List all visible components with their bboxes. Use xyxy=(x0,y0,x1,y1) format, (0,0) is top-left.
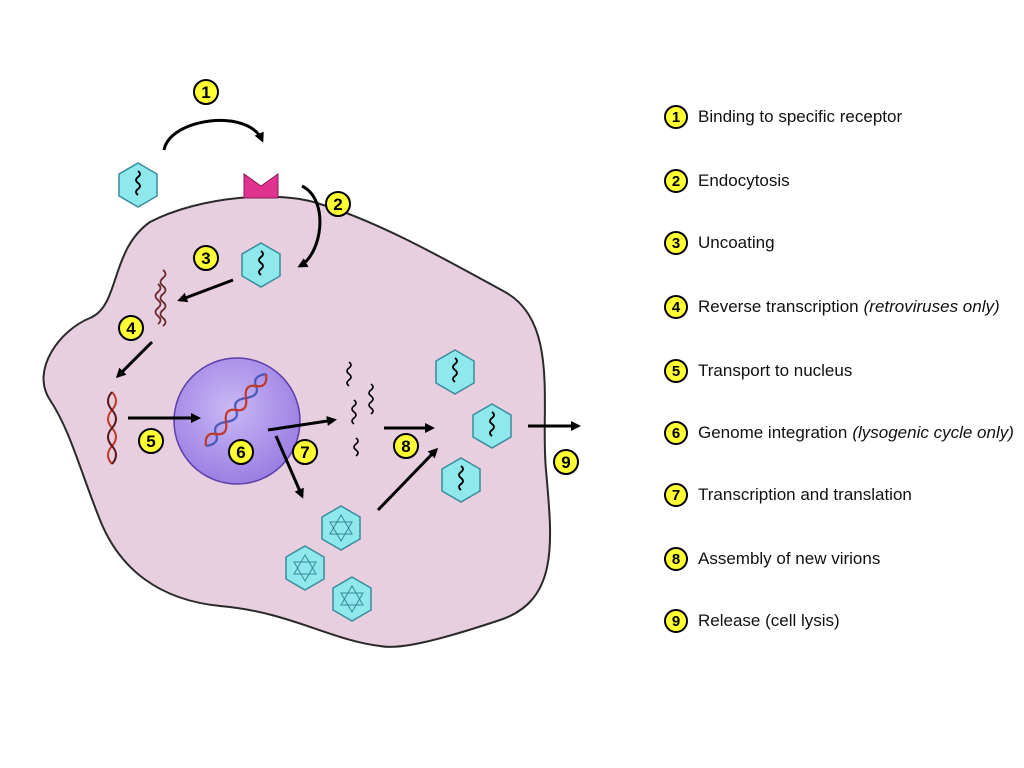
arrow-icon xyxy=(115,119,581,512)
step-marker-4: 4 xyxy=(118,315,144,341)
legend-item: 5 Transport to nucleus xyxy=(664,356,852,386)
legend-label: Binding to specific receptor xyxy=(698,107,903,126)
legend-item: 1 Binding to specific receptor xyxy=(664,102,902,132)
step-badge: 7 xyxy=(664,483,688,507)
legend-label: Endocytosis xyxy=(698,171,790,190)
step-marker-8: 8 xyxy=(393,433,419,459)
virion-extracellular-icon xyxy=(118,162,158,208)
mrna-strands-icon xyxy=(346,361,374,457)
nucleus xyxy=(173,357,301,485)
legend-item: 8 Assembly of new virions xyxy=(664,544,880,574)
step-marker-label: 9 xyxy=(561,453,570,472)
step-badge: 2 xyxy=(664,169,688,193)
legend-label: Genome integration(lysogenic cycle only) xyxy=(698,423,1014,442)
legend-label: Uncoating xyxy=(698,233,775,252)
step-marker-3: 3 xyxy=(193,245,219,271)
step-badge: 3 xyxy=(664,231,688,255)
step-marker-label: 7 xyxy=(300,443,309,462)
legend-note: (lysogenic cycle only) xyxy=(852,423,1014,442)
legend-label: Release (cell lysis) xyxy=(698,611,840,630)
step-marker-label: 2 xyxy=(333,195,342,214)
step-marker-7: 7 xyxy=(292,439,318,465)
viral-replication-diagram: 1 2 3 4 5 6 7 8 9 xyxy=(42,79,581,648)
legend-label: Reverse transcription(retroviruses only) xyxy=(698,297,1000,316)
legend-item: 6 Genome integration(lysogenic cycle onl… xyxy=(664,418,1014,448)
step-badge: 5 xyxy=(664,359,688,383)
step-badge: 6 xyxy=(664,421,688,445)
step-marker-label: 8 xyxy=(401,437,410,456)
step-badge: 8 xyxy=(664,547,688,571)
step-badge: 9 xyxy=(664,609,688,633)
legend-item: 9 Release (cell lysis) xyxy=(664,606,840,636)
step-badge: 1 xyxy=(664,105,688,129)
legend-label: Transport to nucleus xyxy=(698,361,853,380)
step-marker-1: 1 xyxy=(193,79,219,105)
step-marker-label: 4 xyxy=(126,319,136,338)
step-marker-2: 2 xyxy=(325,191,351,217)
step-marker-label: 3 xyxy=(201,249,210,268)
legend-item: 2 Endocytosis xyxy=(664,166,790,196)
rna-strand-icon xyxy=(159,269,167,327)
integrated-dna-icon xyxy=(204,372,268,448)
receptor-icon xyxy=(243,173,279,199)
step-badge: 4 xyxy=(664,295,688,319)
legend-label: Transcription and translation xyxy=(698,485,912,504)
legend-label: Assembly of new virions xyxy=(698,549,881,568)
legend-item: 4 Reverse transcription(retroviruses onl… xyxy=(664,292,1000,322)
step-marker-6: 6 xyxy=(228,439,254,465)
dna-helix-icon xyxy=(107,391,117,465)
rna-strand-icon xyxy=(154,283,162,325)
step-marker-label: 6 xyxy=(236,443,245,462)
step-marker-label: 5 xyxy=(146,432,155,451)
legend-note: (retroviruses only) xyxy=(863,297,1000,316)
step-marker-5: 5 xyxy=(138,428,164,454)
step-marker-label: 1 xyxy=(201,83,210,102)
step-marker-9: 9 xyxy=(553,449,579,475)
legend-item: 3 Uncoating xyxy=(664,228,775,258)
legend-item: 7 Transcription and translation xyxy=(664,480,912,510)
